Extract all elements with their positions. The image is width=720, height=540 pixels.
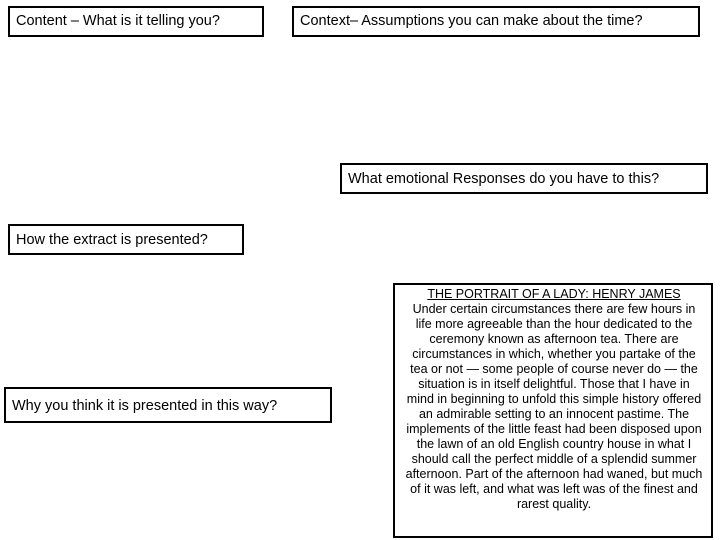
emotional-response-question-text: What emotional Responses do you have to … — [348, 171, 660, 187]
emotional-response-question-box: What emotional Responses do you have to … — [340, 163, 708, 194]
extract-title: THE PORTRAIT OF A LADY: HENRY JAMES — [427, 287, 681, 301]
content-question-text: Content – What is it telling you? — [16, 13, 220, 29]
context-question-box: Context– Assumptions you can make about … — [292, 6, 700, 37]
why-presented-question-text: Why you think it is presented in this wa… — [12, 398, 278, 414]
presentation-question-text: How the extract is presented? — [16, 232, 208, 248]
content-question-box: Content – What is it telling you? — [8, 6, 264, 37]
why-presented-question-box: Why you think it is presented in this wa… — [4, 387, 332, 423]
extract-box: THE PORTRAIT OF A LADY: HENRY JAMES Unde… — [393, 283, 713, 538]
context-question-text: Context– Assumptions you can make about … — [300, 13, 643, 29]
presentation-question-box: How the extract is presented? — [8, 224, 244, 255]
extract-body: Under certain circumstances there are fe… — [405, 302, 703, 511]
